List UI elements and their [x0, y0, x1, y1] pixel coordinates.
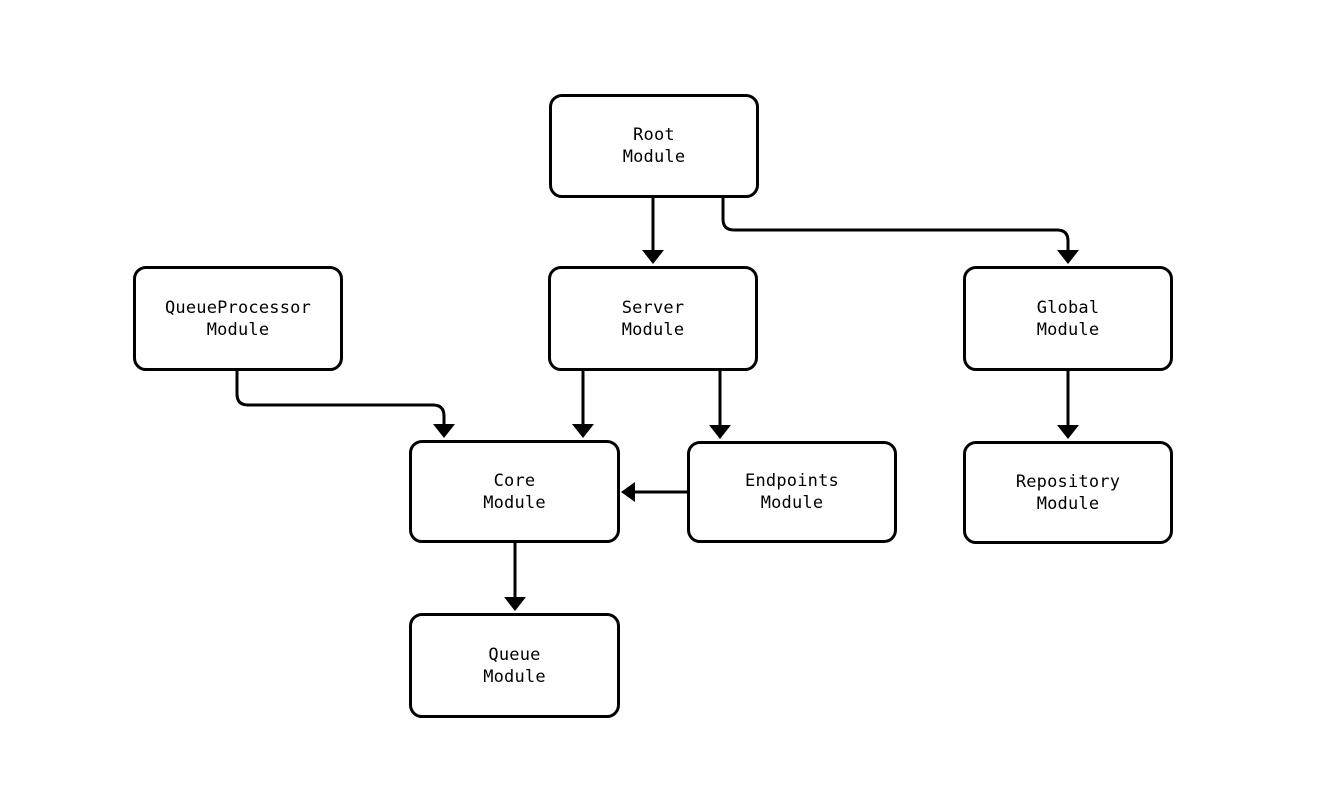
node-queueprocessor-line1: QueueProcessor	[164, 297, 312, 318]
edge-root-to-global	[721, 198, 1070, 253]
node-core-line1: Core	[493, 470, 536, 491]
node-queue-line1: Queue	[488, 644, 541, 665]
node-endpoints-line2: Module	[760, 493, 824, 513]
node-server-line1: Server	[621, 297, 685, 318]
node-global[interactable]: Global Module	[963, 266, 1173, 371]
node-repository-line1: Repository	[1015, 471, 1121, 492]
node-endpoints[interactable]: Endpoints Module	[687, 441, 897, 543]
node-repository[interactable]: Repository Module	[963, 441, 1173, 544]
node-root-line1: Root	[633, 125, 675, 145]
node-server[interactable]: Server Module	[548, 266, 758, 371]
node-queue-line2: Module	[483, 666, 546, 687]
node-root[interactable]: Root Module	[549, 94, 759, 198]
node-repository-line2: Module	[1036, 493, 1100, 514]
arrowhead-core-to-queue	[504, 597, 526, 611]
node-queue[interactable]: Queue Module	[409, 613, 620, 718]
node-queueprocessor[interactable]: QueueProcessor Module	[133, 266, 343, 371]
node-global-line1: Global	[1036, 297, 1100, 318]
arrowhead-endpoints-to-core	[621, 482, 635, 502]
node-root-line2: Module	[622, 147, 686, 167]
node-global-line2: Module	[1036, 319, 1100, 340]
arrowhead-root-to-global	[1057, 250, 1079, 264]
node-queueprocessor-line2: Module	[206, 319, 270, 340]
node-core-line2: Module	[483, 492, 546, 513]
arrowhead-global-to-repository	[1057, 425, 1079, 439]
arrowhead-root-to-server	[642, 250, 664, 264]
arrowhead-queueprocessor-to-core	[433, 424, 455, 438]
node-core[interactable]: Core Module	[409, 440, 620, 543]
edge-queueprocessor-to-core	[235, 371, 446, 427]
node-endpoints-line1: Endpoints	[745, 471, 839, 491]
node-server-line2: Module	[621, 319, 685, 340]
arrowhead-server-to-endpoints	[709, 425, 731, 439]
arrowhead-server-to-core	[572, 424, 594, 438]
